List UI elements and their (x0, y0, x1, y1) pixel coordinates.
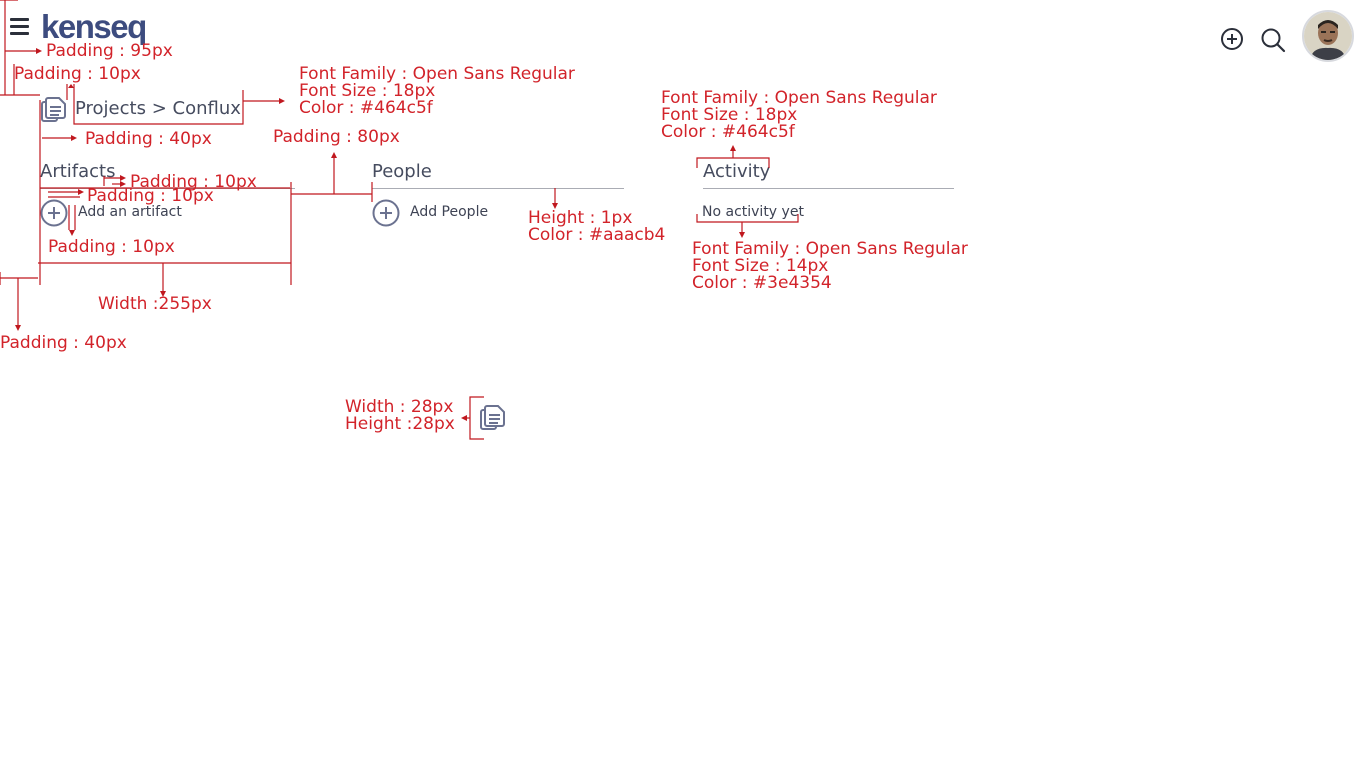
search-icon (1261, 28, 1286, 53)
annotation-line: Font Family : Open Sans Regular (692, 239, 968, 259)
annotation-padding-40-b: Padding : 40px (0, 333, 127, 353)
annotation-line: Font Family : Open Sans Regular (299, 64, 575, 84)
breadcrumb-projects-link[interactable]: Projects (75, 98, 146, 119)
annotation-line: Font Size : 14px (692, 256, 829, 276)
annotation-icon-size: Width : 28px Height :28px (345, 399, 455, 433)
annotation-body-font: Font Family : Open Sans Regular Font Siz… (692, 241, 968, 292)
annotation-padding-10-a: Padding : 10px (130, 172, 257, 192)
annotation-breadcrumb-font: Font Family : Open Sans Regular Font Siz… (299, 66, 575, 117)
search-button[interactable] (1260, 27, 1286, 53)
plus-circle-icon (1221, 28, 1243, 50)
annotation-padding-95: Padding : 95px (46, 41, 173, 61)
annotation-line: Color : #aaacb4 (528, 225, 666, 245)
activity-title: Activity (703, 161, 771, 182)
user-avatar[interactable] (1302, 10, 1354, 62)
add-people-label[interactable]: Add People (410, 204, 489, 220)
kenseq-logo: kenseq (41, 8, 147, 45)
document-copy-icon (40, 96, 68, 124)
artifacts-title: Artifacts (40, 161, 116, 182)
add-artifact-button[interactable] (40, 199, 68, 227)
add-artifact-label[interactable]: Add an artifact (78, 204, 182, 220)
annotation-line: Font Size : 18px (299, 81, 436, 101)
annotation-padding-80: Padding : 80px (273, 127, 400, 147)
annotation-line: Height :28px (345, 414, 455, 434)
annotation-rule-spec: Height : 1px Color : #aaacb4 (528, 210, 665, 244)
annotation-padding-10-top: Padding : 10px (14, 64, 141, 84)
annotation-line: Color : #464c5f (299, 98, 433, 118)
breadcrumb: Projects > Conflux (75, 97, 241, 121)
add-button[interactable] (1220, 27, 1244, 51)
avatar-icon (1304, 12, 1352, 60)
activity-divider (703, 188, 954, 189)
hamburger-menu-icon[interactable] (10, 18, 30, 36)
annotation-activity-font: Font Family : Open Sans Regular Font Siz… (661, 90, 937, 141)
people-title: People (372, 161, 432, 182)
add-people-button[interactable] (372, 199, 400, 227)
plus-circle-icon (372, 199, 400, 227)
annotation-width-255: Width :255px (98, 294, 212, 314)
document-copy-icon-sample (479, 404, 507, 432)
annotation-padding-10-c: Padding : 10px (48, 237, 175, 257)
document-copy-icon (480, 405, 505, 430)
breadcrumb-current: Conflux (172, 98, 241, 119)
breadcrumb-separator: > (151, 98, 167, 119)
annotation-line: Height : 1px (528, 208, 633, 228)
annotation-line: Font Size : 18px (661, 105, 798, 125)
plus-circle-icon (40, 199, 68, 227)
annotation-line: Font Family : Open Sans Regular (661, 88, 937, 108)
annotation-line: Color : #3e4354 (692, 273, 832, 293)
activity-empty-text: No activity yet (702, 204, 804, 220)
annotation-padding-40-a: Padding : 40px (85, 129, 212, 149)
annotation-line: Color : #464c5f (661, 122, 795, 142)
annotation-line: Width : 28px (345, 397, 454, 417)
people-divider (372, 188, 624, 189)
annotation-padding-10-b: Padding : 10px (87, 186, 214, 206)
